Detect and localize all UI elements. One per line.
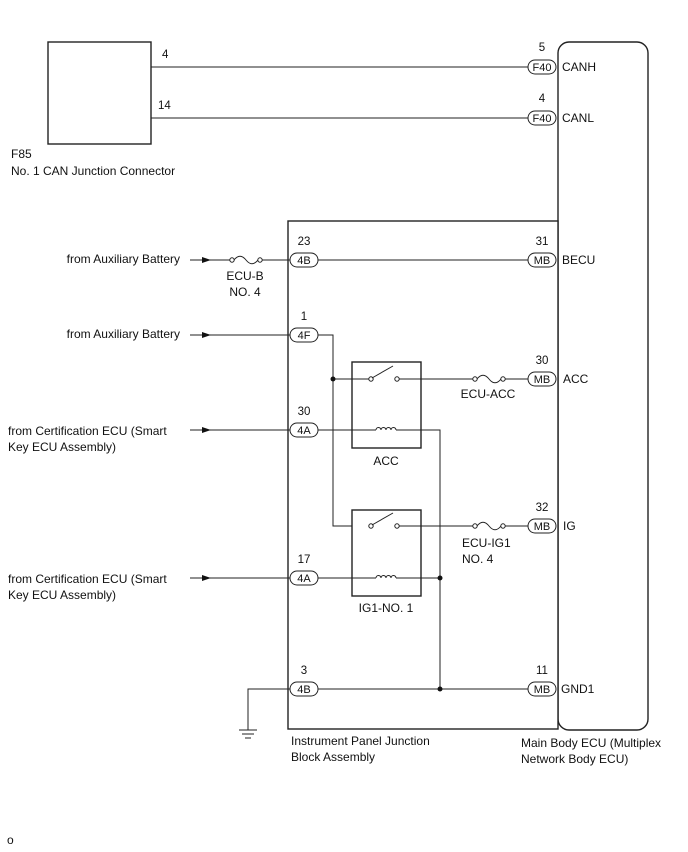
source-aux-battery-2: from Auxiliary Battery (67, 327, 180, 341)
connector-tag-f40-canh: F40 (527, 59, 557, 75)
terminal-becu: BECU (562, 253, 595, 267)
aux2-source-arrow (202, 332, 211, 338)
pin-ecu-ig: 32 (536, 502, 549, 514)
ip-jb-label-2: Block Assembly (291, 750, 375, 764)
ground-junction (437, 686, 443, 692)
f85-connector-box (47, 41, 152, 145)
relay-acc-label: ACC (373, 454, 399, 468)
pin-jb-gnd: 3 (301, 665, 307, 677)
terminal-acc: ACC (563, 372, 589, 386)
pin-ecu-gnd: 11 (536, 665, 548, 677)
svg-text:MB: MB (534, 521, 551, 533)
main-ecu-label-1: Main Body ECU (Multiplex (521, 736, 661, 750)
pin-ecu-acc: 30 (536, 355, 549, 367)
relay-ig1-label: IG1-NO. 1 (359, 601, 414, 615)
terminal-canl: CANL (562, 111, 594, 125)
connector-tag-ecu-ig: MB (527, 518, 557, 534)
svg-text:4F: 4F (298, 330, 311, 342)
pin-jb-cert2: 17 (298, 554, 311, 566)
connector-tag-jb-becu: 4B (289, 252, 319, 268)
svg-text:F40: F40 (533, 62, 552, 74)
pin-ecu-canh: 5 (539, 42, 545, 54)
main-ecu-label-2: Network Body ECU) (521, 752, 628, 766)
terminal-gnd1: GND1 (561, 682, 595, 696)
footnote-mark: o (7, 833, 14, 847)
connector-tag-ecu-acc: MB (527, 371, 557, 387)
f85-name-label: No. 1 CAN Junction Connector (11, 164, 175, 178)
becu-source-arrow (202, 257, 211, 263)
ig1-relay-box (351, 509, 422, 597)
source-cert-ecu-2-line2: Key ECU Assembly) (8, 588, 116, 602)
acc-relay-box (351, 361, 422, 449)
pin-jb-cert1: 30 (298, 406, 311, 418)
source-cert-ecu-1-line1: from Certification ECU (Smart (8, 424, 167, 438)
fuse-ecu-ig1-label-2: NO. 4 (462, 552, 494, 566)
svg-text:MB: MB (534, 255, 551, 267)
connector-tag-jb-aux2: 4F (289, 327, 319, 343)
terminal-canh: CANH (562, 60, 596, 74)
pin-jb-becu: 23 (298, 236, 311, 248)
acc-relay-coil (352, 427, 421, 431)
cert1-source-arrow (202, 427, 211, 433)
cert2-source-arrow (202, 575, 211, 581)
connector-tag-ecu-gnd: MB (527, 681, 557, 697)
svg-text:4B: 4B (297, 684, 310, 696)
main-body-ecu-box (557, 41, 649, 731)
f85-code-label: F85 (11, 147, 32, 161)
connector-tag-ecu-becu: MB (527, 252, 557, 268)
source-aux-battery-1: from Auxiliary Battery (67, 252, 180, 266)
acc-feed-junction (330, 376, 336, 382)
pin-ecu-becu: 31 (536, 236, 549, 248)
ground-lead-wire (247, 688, 290, 730)
acc-relay-switch (352, 365, 421, 382)
source-cert-ecu-2-line1: from Certification ECU (Smart (8, 572, 167, 586)
source-cert-ecu-1-line2: Key ECU Assembly) (8, 440, 116, 454)
ecu-b-fuse-symbol (229, 255, 263, 265)
ground-icon (239, 729, 257, 739)
fuse-ecu-ig1-label-1: ECU-IG1 (462, 536, 511, 550)
fuse-ecu-b-label-2: NO. 4 (229, 285, 261, 299)
pin-ecu-canl: 4 (539, 93, 546, 105)
pin-jb-aux2: 1 (301, 311, 307, 323)
ig1-relay-coil (352, 575, 421, 579)
svg-text:F40: F40 (533, 113, 552, 125)
connector-tag-f40-canl: F40 (527, 110, 557, 126)
ip-jb-label-1: Instrument Panel Junction (291, 734, 430, 748)
svg-text:MB: MB (534, 374, 551, 386)
fuse-ecu-b-label-1: ECU-B (226, 269, 263, 283)
svg-text:MB: MB (534, 684, 551, 696)
ig1-coil-junction (437, 575, 443, 581)
pin-f85-canl: 14 (158, 100, 171, 112)
svg-text:4A: 4A (297, 425, 311, 437)
fuse-ecu-acc-label: ECU-ACC (461, 387, 516, 401)
ecu-ig1-fuse-symbol (472, 521, 506, 531)
acc-coil-ground-wire (421, 429, 441, 689)
connector-tag-jb-cert2: 4A (289, 570, 319, 586)
ip-junction-block-box (287, 220, 559, 730)
terminal-ig: IG (563, 519, 576, 533)
ecu-acc-fuse-symbol (472, 374, 506, 384)
svg-text:4A: 4A (297, 573, 311, 585)
connector-tag-jb-gnd: 4B (289, 681, 319, 697)
ig1-relay-switch (368, 512, 421, 529)
connector-tag-jb-cert1: 4A (289, 422, 319, 438)
svg-text:4B: 4B (297, 255, 310, 267)
pin-f85-canh: 4 (162, 49, 169, 61)
